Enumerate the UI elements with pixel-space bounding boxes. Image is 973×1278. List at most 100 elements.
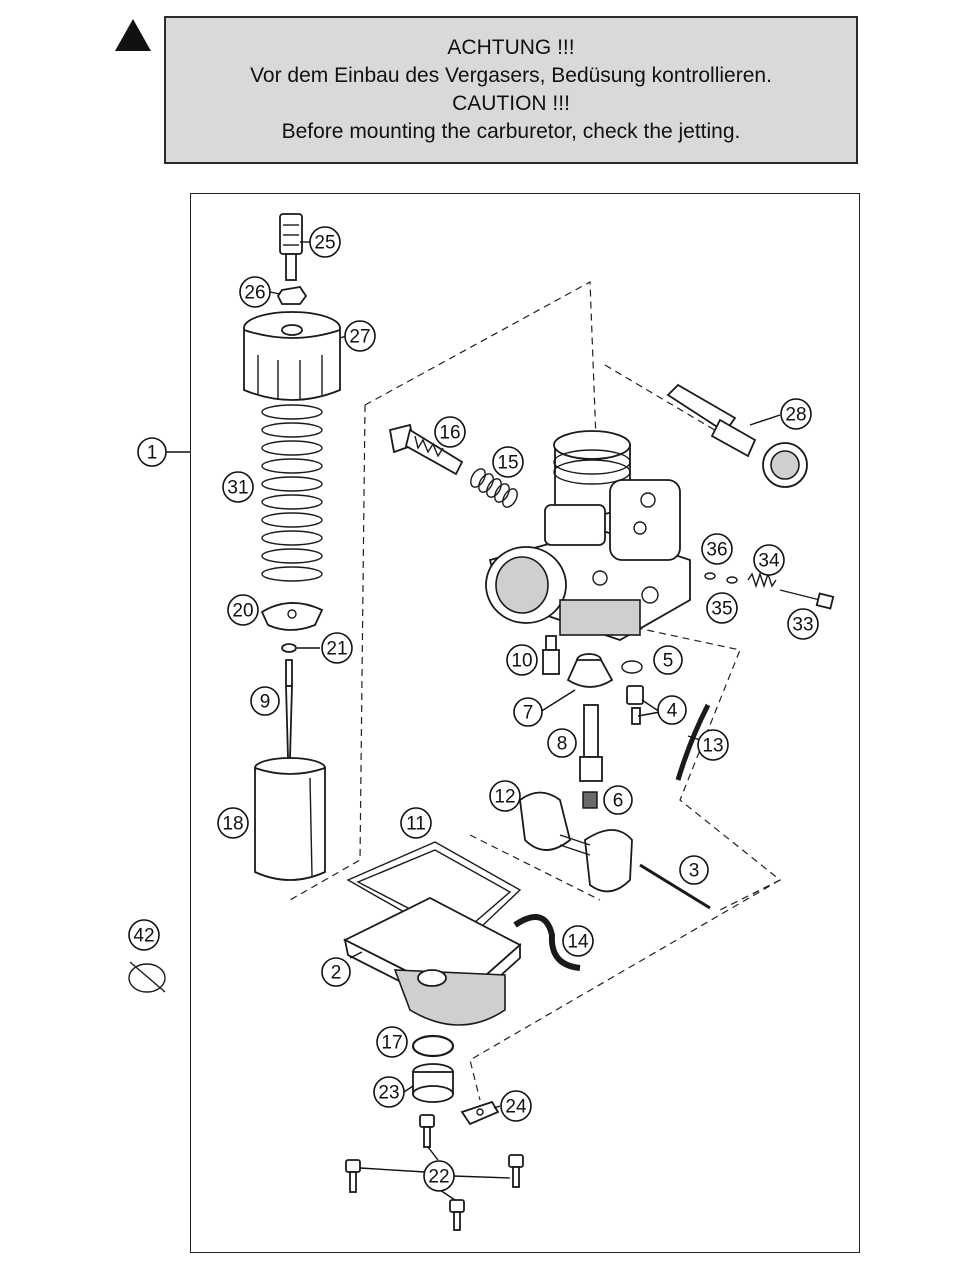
- callout-2: 2: [321, 957, 351, 987]
- callout-9-label: 9: [260, 692, 271, 713]
- callout-14: 14: [562, 925, 594, 957]
- callout-24: 25: [309, 226, 341, 258]
- callout-42: 42: [128, 919, 160, 951]
- callout-15: 15: [492, 446, 524, 478]
- callout-22-label: 21: [326, 639, 347, 660]
- callout-35: 35: [706, 592, 738, 624]
- callout-16: 16: [434, 416, 466, 448]
- callout-6: 6: [603, 785, 633, 815]
- callout-10: 10: [506, 644, 538, 676]
- part-10-needle-jet: [542, 635, 560, 675]
- callout-16-label: 16: [439, 423, 460, 444]
- callout-11: 11: [400, 807, 432, 839]
- caution-line-de-text: Vor dem Einbau des Vergasers, Bedüsung k…: [250, 64, 772, 87]
- callout-24-label: 25: [314, 233, 335, 254]
- part-16-idle-screw: [388, 423, 464, 476]
- callout-25: 26: [239, 276, 271, 308]
- callout-2-label: 2: [331, 963, 342, 984]
- part-3-float-pin: [639, 863, 711, 910]
- part-24-cable-adjuster: [279, 213, 303, 281]
- part-34-spring: [747, 571, 777, 589]
- part-27-choke-plunger: [666, 383, 808, 488]
- callout-35-label: 35: [711, 599, 732, 620]
- leader-lines: [166, 241, 781, 1201]
- callout-8-label: 8: [557, 734, 568, 755]
- callout-26-label: 27: [349, 327, 370, 348]
- callout-23-label: 23: [378, 1083, 399, 1104]
- callout-36: 36: [701, 533, 733, 565]
- callout-36-label: 36: [706, 540, 727, 561]
- part-7-jet-holder: [566, 653, 614, 688]
- part-33-air-screw: [779, 589, 835, 610]
- assembly-dashed-lines: [289, 281, 782, 1101]
- callout-13-label: 13: [702, 736, 723, 757]
- callout-31-label: 24: [505, 1097, 527, 1118]
- part-13-vent-hose: [675, 703, 711, 781]
- callout-33: 33: [787, 608, 819, 640]
- callout-5-label: 5: [663, 651, 674, 672]
- part-35-o-ring: [726, 576, 738, 584]
- callout-4-label: 4: [667, 701, 678, 722]
- callout-11-label: 11: [406, 814, 426, 835]
- callout-12-label: 12: [494, 787, 515, 808]
- part-12-float: [519, 791, 633, 893]
- part-31-bracket: [460, 1100, 500, 1126]
- part-17-o-ring: [411, 1034, 455, 1058]
- callout-14-label: 14: [567, 932, 589, 953]
- callout-42-label: 42: [133, 926, 154, 947]
- callout-10-label: 10: [511, 651, 532, 672]
- part-2-float-bowl: [342, 896, 522, 1026]
- callout-21-label: 20: [232, 601, 253, 622]
- part-14-drain-hose: [513, 914, 581, 971]
- callout-27: 28: [780, 398, 812, 430]
- callout-17-label: 17: [381, 1033, 402, 1054]
- callout-18: 22: [423, 1160, 455, 1192]
- callout-1-label: 1: [147, 443, 158, 464]
- callout-7-label: 7: [523, 703, 534, 724]
- callout-34: 34: [753, 544, 785, 576]
- callout-21: 20: [227, 594, 259, 626]
- callout-17: 17: [376, 1026, 408, 1058]
- callout-3-label: 3: [689, 861, 700, 882]
- caution-line-en-text: Before mounting the carburetor, check th…: [281, 120, 741, 143]
- part-15-idle-spring: [470, 468, 518, 508]
- callout-13: 13: [697, 729, 729, 761]
- caution-line-de-title: ACHTUNG !!!: [447, 36, 575, 59]
- part-23-drain-plug: [412, 1063, 454, 1103]
- part-6-main-jet: [582, 791, 598, 809]
- part-20-throttle-slide: [254, 757, 326, 881]
- callout-26: 27: [344, 320, 376, 352]
- callout-20-label: 18: [222, 814, 243, 835]
- part-4-float-valve: [626, 685, 644, 725]
- callout-9: 9: [250, 686, 280, 716]
- callout-25-label: 26: [244, 283, 265, 304]
- diagram-frame: [190, 193, 860, 1253]
- warning-triangle-icon: [115, 19, 151, 51]
- callout-15-label: 15: [497, 453, 518, 474]
- callout-12: 12: [489, 780, 521, 812]
- callout-18-label: 22: [428, 1167, 449, 1188]
- part-36-washer: [704, 572, 716, 580]
- callout-6-label: 6: [613, 791, 624, 812]
- callout-28-label: 31: [227, 478, 248, 499]
- callout-1: 1: [137, 437, 167, 467]
- callout-22: 21: [321, 632, 353, 664]
- callout-23: 23: [373, 1076, 405, 1108]
- part-28-spring: [261, 404, 323, 582]
- part-21-needle-retainer-plate: [260, 602, 324, 631]
- part-25-nut: [276, 286, 308, 305]
- callout-34-label: 34: [758, 551, 780, 572]
- part-5-gasket: [621, 660, 643, 674]
- part-42-cable-tie: [128, 961, 166, 993]
- caution-line-en-title: CAUTION !!!: [452, 92, 570, 115]
- callout-5: 5: [653, 645, 683, 675]
- callout-28: 31: [222, 471, 254, 503]
- callout-7: 7: [513, 697, 543, 727]
- callout-3: 3: [679, 855, 709, 885]
- callout-31: 24: [500, 1090, 532, 1122]
- callout-27-label: 28: [785, 405, 806, 426]
- part-18-screws: [345, 1114, 524, 1231]
- callout-8: 8: [547, 728, 577, 758]
- part-22-needle-clip: [281, 643, 297, 653]
